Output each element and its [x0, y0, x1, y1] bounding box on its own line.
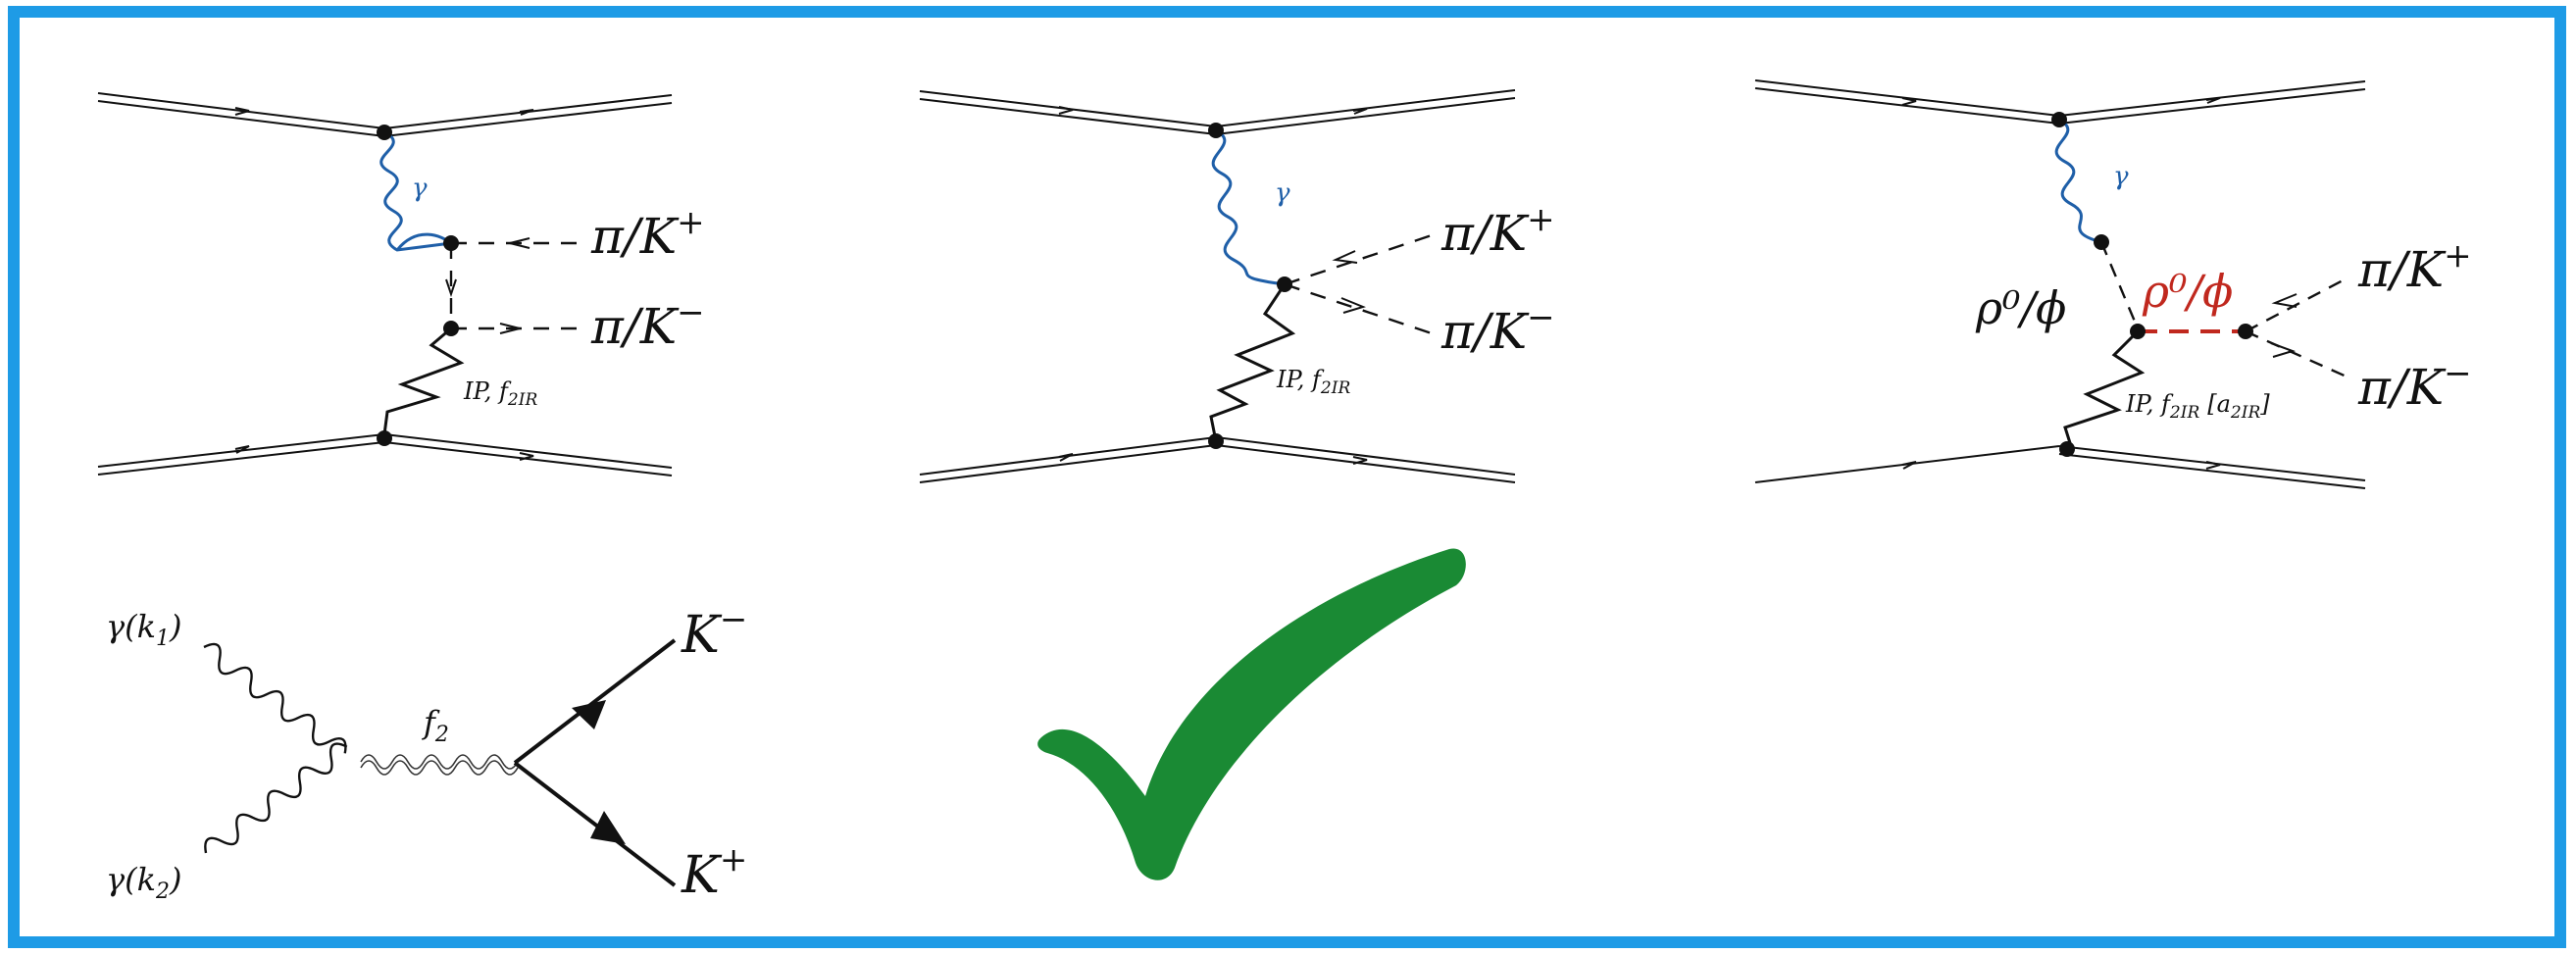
fusion-kaon-minus-line: [513, 638, 677, 765]
panel-3-meson-top-label: π/K: [2357, 241, 2447, 298]
fusion-kaon-minus-label: K: [681, 606, 723, 665]
svg-text:K−: K−: [681, 600, 747, 665]
panel-2-pomeron-sub: 2IR: [1320, 378, 1351, 398]
svg-text:π/K−: π/K−: [1440, 298, 1555, 360]
fusion-photon-2-sub: 2: [155, 879, 170, 904]
panel-3-top-proton-line: [1754, 79, 2366, 125]
panel-1-diagram: γ IP, f2IR π/K+ π/K−: [97, 92, 705, 477]
panel-3-pomeron-extra: [a: [2207, 390, 2231, 418]
fusion-photon-2-label: γ(k: [106, 861, 156, 898]
svg-text:IP, f2IR[a2IR]: IP, f2IR[a2IR]: [2125, 390, 2270, 423]
fusion-photon-1-label: γ(k: [106, 608, 156, 645]
panel-3-meson-bottom-sup: −: [2444, 354, 2472, 393]
panel-3-pomeron-extra-sub: 2IR: [2230, 403, 2261, 423]
panel-3-pomeron-label: IP, f: [2125, 390, 2174, 418]
panel-3-photon-label: γ: [2113, 162, 2129, 191]
fusion-resonance-line: [360, 754, 519, 776]
panel-2-diagram: γ IP, f2IR π/K+ π/K−: [919, 89, 1555, 483]
panel-2-bottom-proton-line: [919, 436, 1516, 483]
panel-3-meson-bottom-label: π/K: [2357, 359, 2447, 416]
panel-3-bottom-proton-line: [1754, 445, 2366, 489]
panel-1-pomeron-label: IP, f: [463, 377, 512, 405]
panel-3-meson-top-sup: +: [2444, 236, 2472, 276]
svg-text:IP, f2IR: IP, f2IR: [463, 377, 537, 410]
panel-3-vector-label-red: ρ⁰/ϕ: [2142, 265, 2233, 318]
fusion-photon-1-sub: 1: [156, 627, 170, 651]
panel-1-vertex-top: [377, 125, 392, 140]
panel-1-meson-top-label: π/K: [590, 208, 680, 265]
svg-text:π/K+: π/K+: [1440, 200, 1555, 262]
panel-2-photon-line: [1211, 128, 1286, 286]
panel-3-vertex-bottom: [2059, 441, 2075, 457]
panel-2-meson-top-sup: +: [1527, 200, 1555, 239]
svg-text:γ(k2): γ(k2): [106, 861, 181, 904]
fusion-kaon-plus-sup: +: [720, 840, 748, 879]
panel-2-meson-top-line: [1284, 233, 1433, 286]
fusion-resonance-sub: 2: [434, 723, 449, 747]
panel-2-meson-top-label: π/K: [1440, 205, 1530, 262]
panel-1-meson-bottom-sup: −: [677, 293, 705, 332]
panel-2-meson-bottom-label: π/K: [1440, 303, 1530, 360]
panel-2-top-proton-line: [919, 89, 1516, 135]
panel-3-vertex-photon: [2094, 234, 2109, 250]
panel-1-vertex-pomeron: [443, 321, 459, 336]
panel-3-pomeron-extra-close: ]: [2259, 390, 2270, 418]
panel-2-vertex-bottom: [1208, 433, 1224, 449]
panel-3-vertex-top: [2051, 112, 2067, 127]
panel-3-vertex-decay: [2238, 324, 2253, 339]
panel-3-meson-bottom-line: [2245, 329, 2349, 379]
panel-3-pomeron-sub: 2IR: [2169, 403, 2200, 423]
panel-3-vertex-pomeron: [2130, 324, 2146, 339]
panel-1-vertex-photon: [443, 235, 459, 251]
panel-3-pomeron-line: [2063, 329, 2146, 447]
panel-3-photon-line: [2054, 118, 2102, 244]
panel-1-meson-top-sup: +: [677, 203, 705, 242]
svg-text:π/K+: π/K+: [590, 203, 705, 265]
svg-text:π/K+: π/K+: [2357, 236, 2472, 298]
panel-1-photon-line: [379, 130, 452, 252]
panel-3-meson-top-line: [2245, 276, 2349, 333]
svg-text:γ(k1): γ(k1): [106, 608, 181, 651]
panel-3-vector-label-black: ρ⁰/ϕ: [1975, 281, 2066, 334]
panel-3-diagram: γ ρ⁰/ϕ ρ⁰/ϕ IP, f2IR[a2IR] π/K+ π/K−: [1754, 79, 2472, 489]
panel-2-vertex-center: [1277, 276, 1292, 292]
outer-frame: [8, 6, 2566, 948]
checkmark-icon: [1037, 548, 1466, 880]
fusion-kaon-plus-line: [513, 761, 677, 887]
panel-1-photon-label: γ: [412, 174, 428, 203]
fusion-kaon-minus-sup: −: [720, 600, 748, 639]
panel-1-meson-bottom-label: π/K: [590, 298, 680, 355]
fusion-photon-2-line: [204, 742, 348, 854]
photon-fusion-diagram: γ(k1) γ(k2) f2 K− K+: [106, 600, 747, 905]
fusion-kaon-plus-label: K: [681, 846, 723, 905]
svg-text:IP, f2IR: IP, f2IR: [1276, 366, 1350, 398]
panel-2-meson-bottom-sup: −: [1527, 298, 1555, 337]
panel-3-vector-meson-line: [2099, 241, 2140, 329]
panel-1-vertex-bottom: [377, 430, 392, 446]
panel-2-pomeron-label: IP, f: [1276, 366, 1325, 393]
panel-2-vertex-top: [1208, 123, 1224, 138]
panel-2-photon-label: γ: [1275, 178, 1290, 208]
panel-1-bottom-proton-line: [97, 433, 673, 477]
svg-text:π/K−: π/K−: [590, 293, 705, 355]
panel-1-pomeron-sub: 2IR: [507, 390, 538, 410]
panel-1-pomeron-line: [382, 326, 465, 435]
svg-text:K+: K+: [681, 840, 747, 905]
svg-text:f2: f2: [422, 704, 449, 747]
fusion-photon-1-line: [203, 642, 347, 754]
svg-text:π/K−: π/K−: [2357, 354, 2472, 416]
panel-1-top-proton-line: [97, 92, 673, 137]
panel-2-pomeron-line: [1209, 283, 1296, 442]
